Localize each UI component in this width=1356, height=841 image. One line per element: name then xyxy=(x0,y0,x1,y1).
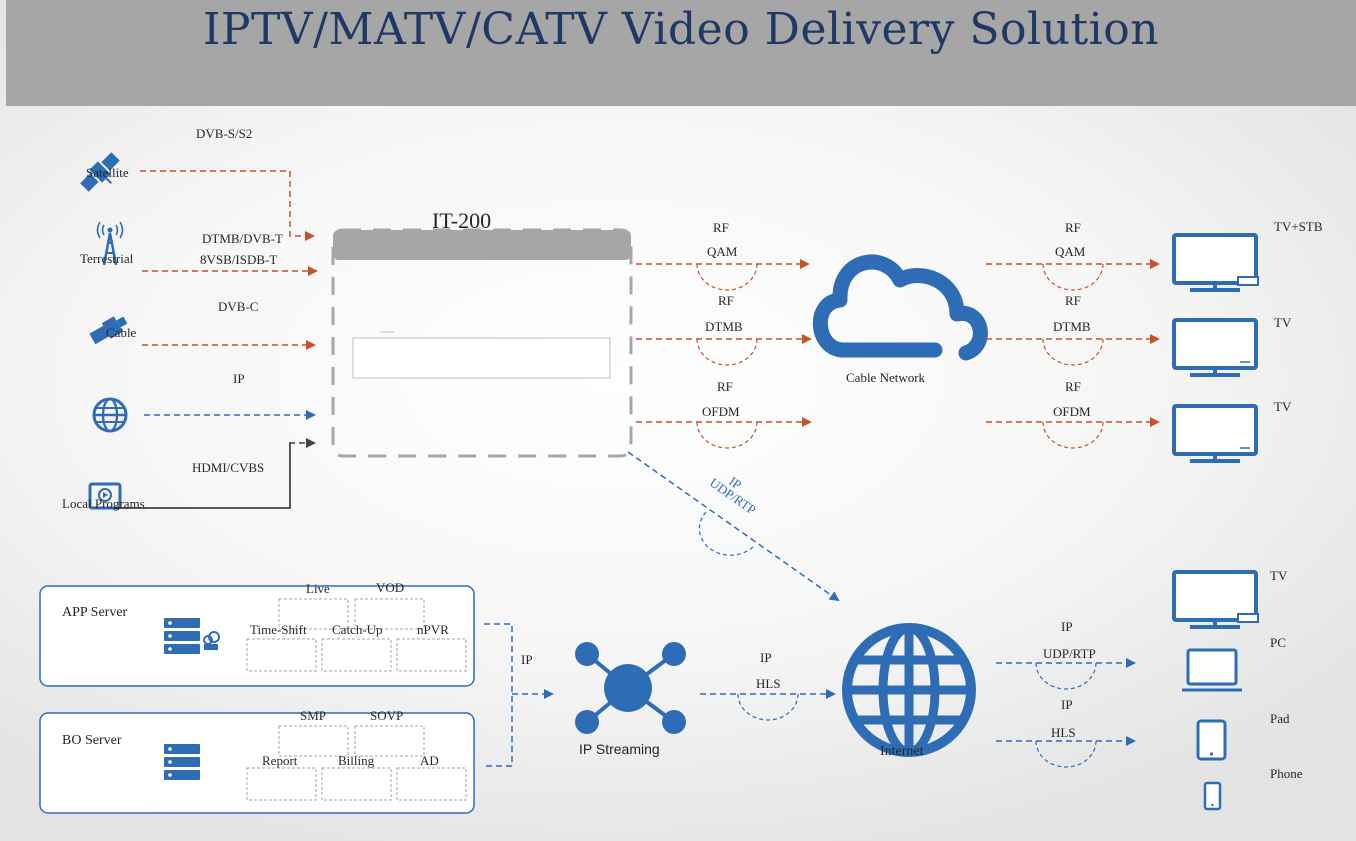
tv-label-3: TV xyxy=(1274,399,1292,414)
internet-output-1-type: IP xyxy=(1061,619,1073,634)
satellite-label: Satellite xyxy=(86,165,129,180)
bo-module-smp: SMP xyxy=(300,708,326,723)
cable-signal-label: DVB-C xyxy=(218,299,258,314)
bo-module-ad: AD xyxy=(420,753,439,768)
end-device-pc-label: PC xyxy=(1270,635,1286,650)
internet-output-2-type: IP xyxy=(1061,697,1073,712)
tower-icon xyxy=(96,221,124,266)
ip-streaming-label: IP Streaming xyxy=(579,741,660,757)
ip-signal-label: IP xyxy=(233,371,245,386)
cable-connector-icon xyxy=(89,316,128,345)
bo-server-panel xyxy=(39,712,475,814)
tv-stb-icon xyxy=(1172,570,1259,629)
internet-output-1-protocol: UDP/RTP xyxy=(1043,646,1096,661)
internet-label: Internet xyxy=(880,744,924,759)
cloud-icon xyxy=(812,254,988,361)
streaming-link-type: IP xyxy=(760,650,772,665)
bo-module-billing: Billing xyxy=(338,753,375,768)
rf-output-2-mod: DTMB xyxy=(705,319,743,334)
cable-network-label: Cable Network xyxy=(846,370,926,385)
video-screen-icon xyxy=(88,482,122,510)
tv-stb-icon xyxy=(1172,233,1259,292)
bo-module-report: Report xyxy=(262,753,298,768)
input-connectors xyxy=(114,170,318,509)
satellite-signal-label: DVB-S/S2 xyxy=(196,126,252,141)
end-device-phone-label: Phone xyxy=(1270,766,1303,781)
app-module-catchup: Catch-Up xyxy=(332,622,383,637)
rf-output-1-mod: QAM xyxy=(707,244,738,259)
phone-icon xyxy=(1203,781,1222,811)
it-200-device xyxy=(331,228,633,458)
end-device-tv-label: TV xyxy=(1270,568,1288,583)
app-server-label: APP Server xyxy=(62,605,128,620)
rf-output-2-type: RF xyxy=(718,293,734,308)
cable-label: Cable xyxy=(106,325,137,340)
tv-output-2-mod: DTMB xyxy=(1053,319,1091,334)
tv-output-3-type: RF xyxy=(1065,379,1081,394)
tablet-icon xyxy=(1196,719,1227,761)
bo-module-sovp: SOVP xyxy=(370,708,403,723)
tv-output-3-mod: OFDM xyxy=(1053,404,1091,419)
terrestrial-signal2-label: 8VSB/ISDB-T xyxy=(200,252,277,267)
tv-label-2: TV xyxy=(1274,315,1292,330)
rf-output-3-type: RF xyxy=(717,379,733,394)
rf-output-1-type: RF xyxy=(713,220,729,235)
servers-link-label: IP xyxy=(521,652,533,667)
app-module-npvr: nPVR xyxy=(417,622,449,637)
tv-output-1-mod: QAM xyxy=(1055,244,1086,259)
app-module-live: Live xyxy=(306,581,330,596)
laptop-icon xyxy=(1182,648,1242,692)
streaming-link xyxy=(700,689,836,721)
app-module-timeshift: Time-Shift xyxy=(250,622,307,637)
terrestrial-signal-label: DTMB/DVB-T xyxy=(202,231,283,246)
tv-output-2-type: RF xyxy=(1065,293,1081,308)
terrestrial-label: Terrestrial xyxy=(80,251,134,266)
servers-link xyxy=(484,623,554,767)
streaming-hub-icon xyxy=(575,642,686,734)
tv-stb-label: TV+STB xyxy=(1274,219,1323,234)
internet-output-links xyxy=(996,658,1136,768)
tv-output-1-type: RF xyxy=(1065,220,1081,235)
satellite-icon xyxy=(80,152,120,192)
rf-output-links xyxy=(636,259,812,449)
device-name: IT-200 xyxy=(432,208,491,233)
rf-output-3-mod: OFDM xyxy=(702,404,740,419)
streaming-link-protocol: HLS xyxy=(756,676,781,691)
internet-output-2-protocol: HLS xyxy=(1051,725,1076,740)
hdmi-signal-label: HDMI/CVBS xyxy=(192,460,264,475)
globe-icon xyxy=(92,397,128,433)
app-module-vod: VOD xyxy=(376,580,404,595)
tv-icon xyxy=(1172,404,1258,463)
title-bar: IPTV/MATV/CATV Video Delivery Solution xyxy=(6,0,1356,106)
internet-globe-icon xyxy=(842,623,976,757)
bo-server-label: BO Server xyxy=(62,733,122,748)
tv-icon xyxy=(1172,318,1258,377)
tv-output-links xyxy=(986,259,1160,449)
ip-udp-link xyxy=(627,451,840,602)
end-device-pad-label: Pad xyxy=(1270,711,1290,726)
app-server-panel xyxy=(39,585,475,687)
page-title: IPTV/MATV/CATV Video Delivery Solution xyxy=(202,4,1160,55)
